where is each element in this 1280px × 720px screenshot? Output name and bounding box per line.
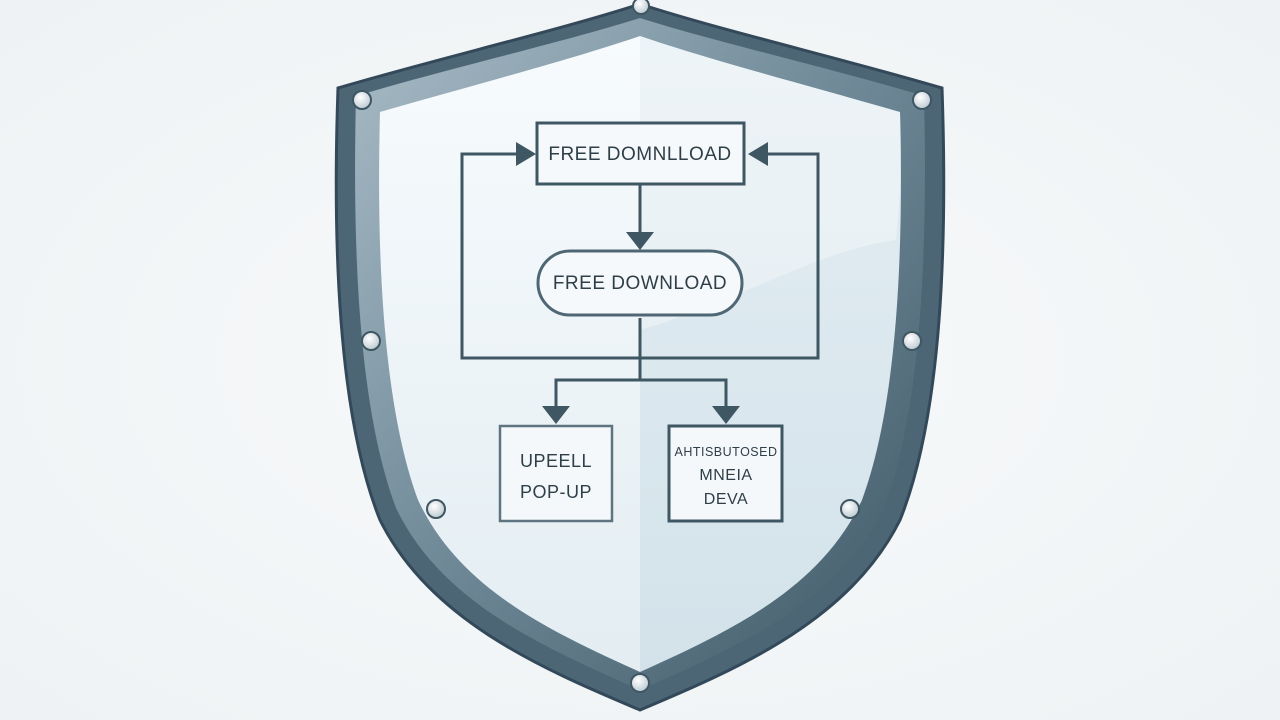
connector-right-loop: [640, 152, 820, 360]
connector-left-loop: [460, 152, 642, 360]
rivet-top: [632, 0, 650, 15]
node-left-line2: POP-UP: [520, 482, 592, 502]
node-top-label: FREE DOMNLLOAD: [548, 144, 731, 165]
rivet-low-left: [426, 499, 446, 519]
rivet-mid-right: [902, 331, 922, 351]
connector-split: [554, 358, 642, 410]
rivet-top-left: [352, 90, 372, 110]
node-pill-label: FREE DOWNLOAD: [553, 273, 727, 294]
rivet-mid-left: [361, 331, 381, 351]
connectors: [460, 152, 820, 410]
arrow-into-pill: [626, 232, 654, 250]
node-left-line1: UPEELL: [520, 451, 592, 471]
rivet-bottom: [630, 673, 650, 693]
node-left-box: UPEELL POP-UP: [498, 424, 614, 523]
arrow-into-top-left: [516, 142, 536, 166]
node-top-box: FREE DOMNLLOAD: [535, 121, 746, 186]
arrowheads: [516, 142, 768, 424]
node-right-line3: DEVA: [704, 491, 748, 508]
rivet-low-right: [840, 499, 860, 519]
arrow-into-left-box: [542, 406, 570, 424]
node-right-line2: MNEIA: [699, 467, 752, 484]
rivets: [352, 0, 932, 693]
node-pill: FREE DOWNLOAD: [536, 249, 744, 317]
connector-split-right: [640, 378, 728, 410]
node-right-box: AHTISBUTOSED MNEIA DEVA: [667, 424, 784, 523]
arrow-into-top-right: [748, 142, 768, 166]
node-right-line1: AHTISBUTOSED: [674, 445, 777, 459]
rivet-top-right: [912, 90, 932, 110]
arrow-into-right-box: [712, 406, 740, 424]
